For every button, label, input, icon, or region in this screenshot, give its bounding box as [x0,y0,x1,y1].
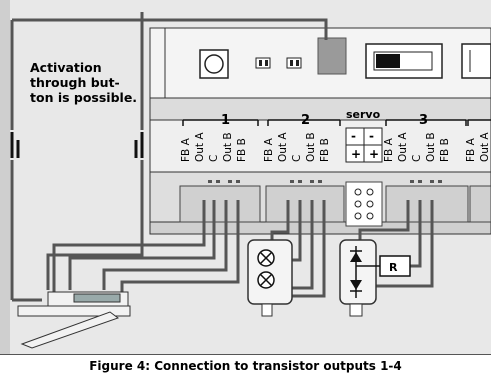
note-line-3: ton is possible. [30,90,138,105]
decoder-module [149,27,491,121]
terminal-label: Out A [479,132,491,162]
led-markers [208,180,442,183]
point-motor-wires [52,200,240,300]
diode-resistor-block [339,239,411,317]
push-button [199,49,229,79]
servo-pin-label: + [351,147,361,161]
terminal-label: FB B [236,138,248,162]
terminal-label: Out A [194,132,206,162]
terminal-label: Out B [425,132,437,162]
switch-contacts [10,132,144,158]
terminal-label: Out B [222,132,234,162]
servo-pin-label: - [351,129,356,143]
note-line-2: through but- [30,75,120,90]
servo-pin-label: + [369,147,379,161]
group-number-3: 3 [419,113,428,128]
dip-switch [365,43,443,79]
activation-note: Activation through but- ton is possible. [30,60,142,105]
terminal-label: Out A [277,132,289,162]
servo-terminal [345,127,383,163]
servo-label: servo [346,108,381,121]
lamp-signal [247,239,293,317]
terminal-label: FB B [439,138,451,162]
terminal-label: C [411,155,423,162]
group-number-1: 1 [221,113,230,128]
screw-terminals [179,181,491,227]
resistor [379,255,411,277]
terminal-label: FB A [263,137,275,162]
terminal-group-brackets [182,119,491,126]
note-line-1: Activation [30,60,102,75]
grey-connector [317,37,347,75]
terminal-label: C [208,155,220,162]
caption-divider [0,354,491,355]
terminal-label: FB A [383,137,395,162]
resistor-label: R [389,261,398,274]
terminal-label: Out A [397,132,409,162]
terminal-label: FB A [465,137,477,162]
figure-caption: Figure 4: Connection to transistor outpu… [0,355,491,379]
button-wires [10,12,328,302]
servo-pin-labels: --++ [351,129,379,161]
terminal-label: FB A [180,137,192,162]
turnout-symbol [17,291,131,349]
terminal-label: FB B [319,138,331,162]
terminal-label: C [291,155,303,162]
smd-components [255,57,302,69]
group-number-2: 2 [301,113,310,128]
servo-pin-label: - [369,129,374,143]
terminal-label: Out B [305,132,317,162]
